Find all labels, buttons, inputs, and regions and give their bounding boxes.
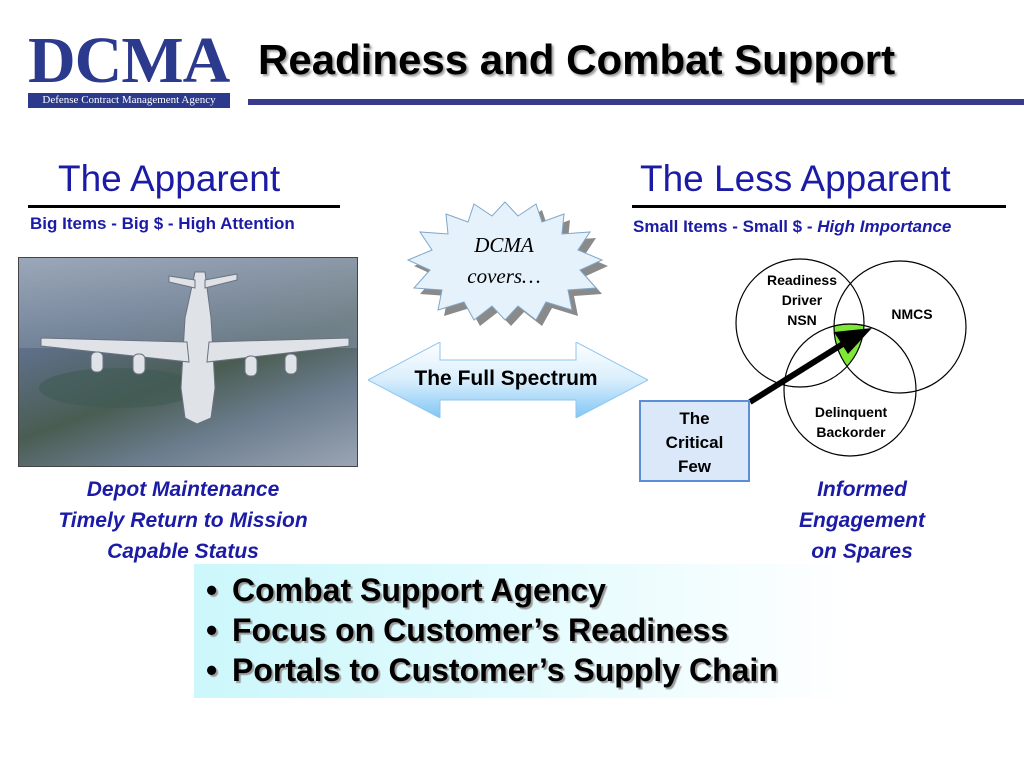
callout-line: Critical: [665, 433, 724, 452]
bullet-box: • Combat Support Agency • Focus on Custome…: [194, 564, 852, 698]
less-apparent-heading: The Less Apparent: [640, 158, 951, 199]
venn-label-line: Delinquent: [814, 404, 888, 420]
burst-line: DCMA: [474, 233, 534, 257]
aircraft-photo: [18, 257, 358, 467]
bullet-text: Combat Support Agency: [232, 572, 606, 608]
dcma-logo-word: DCMA: [28, 24, 230, 97]
slide-title: Readiness and Combat Support: [258, 36, 896, 83]
bullet-text: Portals to Customer’s Supply Chain: [232, 652, 778, 688]
apparent-caption-line: Depot Maintenance: [86, 478, 280, 501]
apparent-caption: Depot Maintenance Timely Return to Missi…: [30, 474, 336, 567]
less-apparent-subheading: Small Items - Small $ - High Importance: [633, 217, 951, 237]
bullet-item: • Portals to Customer’s Supply Chain: [206, 652, 778, 689]
venn-label-line: Readiness: [766, 272, 838, 288]
less-apparent-caption: Informed Engagement on Spares: [780, 474, 944, 567]
bullet-item: • Combat Support Agency: [206, 572, 606, 609]
apparent-rule: [28, 205, 340, 208]
venn-label-nmcs: NMCS: [891, 306, 933, 322]
apparent-heading: The Apparent: [58, 158, 281, 199]
bullet-dot-icon: •: [206, 652, 218, 688]
burst-text: DCMA covers…: [446, 230, 562, 292]
double-arrow-shape: [368, 342, 648, 418]
bullet-text: Focus on Customer’s Readiness: [232, 612, 729, 648]
subheading-plain: Small Items - Small $ -: [633, 217, 818, 236]
apparent-caption-line: Timely Return to Mission: [58, 509, 308, 532]
venn-label-backorder: Delinquent Backorder: [796, 402, 906, 442]
lake-shape: [39, 368, 199, 408]
venn-label-readiness: Readiness Driver NSN: [756, 270, 848, 330]
apparent-subheading: Big Items - Big $ - High Attention: [30, 214, 295, 233]
venn-diagram: [735, 258, 967, 457]
venn-label-line: Driver: [781, 292, 823, 308]
burst-line: covers…: [467, 264, 541, 288]
dcma-logo-subtitle: Defense Contract Management Agency: [28, 93, 230, 108]
pointer-arrow-icon: [748, 328, 872, 405]
venn-label-line: Backorder: [816, 424, 886, 440]
apparent-caption-line: Capable Status: [107, 540, 259, 563]
less-apparent-caption-line: Informed: [817, 478, 907, 501]
venn-circle-readiness: [735, 258, 865, 388]
bullet-item: • Focus on Customer’s Readiness: [206, 612, 728, 649]
critical-few-callout: The Critical Few: [639, 400, 750, 482]
callout-line: The: [679, 409, 710, 428]
starburst-shape: [406, 201, 608, 326]
less-apparent-rule: [632, 205, 1006, 208]
less-apparent-caption-line: Engagement: [798, 509, 926, 532]
subheading-italic: High Importance: [817, 217, 952, 236]
cargo-plane-icon: [40, 271, 350, 425]
less-apparent-caption-line: on Spares: [811, 540, 913, 563]
callout-line: Few: [677, 457, 712, 476]
bullet-dot-icon: •: [206, 612, 218, 648]
full-spectrum-label: The Full Spectrum: [414, 367, 598, 390]
venn-circle-backorder: [783, 323, 917, 457]
bullet-dot-icon: •: [206, 572, 218, 608]
venn-label-line: NSN: [787, 312, 817, 328]
venn-circle-nmcs: [833, 260, 967, 394]
title-rule: [248, 99, 1024, 105]
